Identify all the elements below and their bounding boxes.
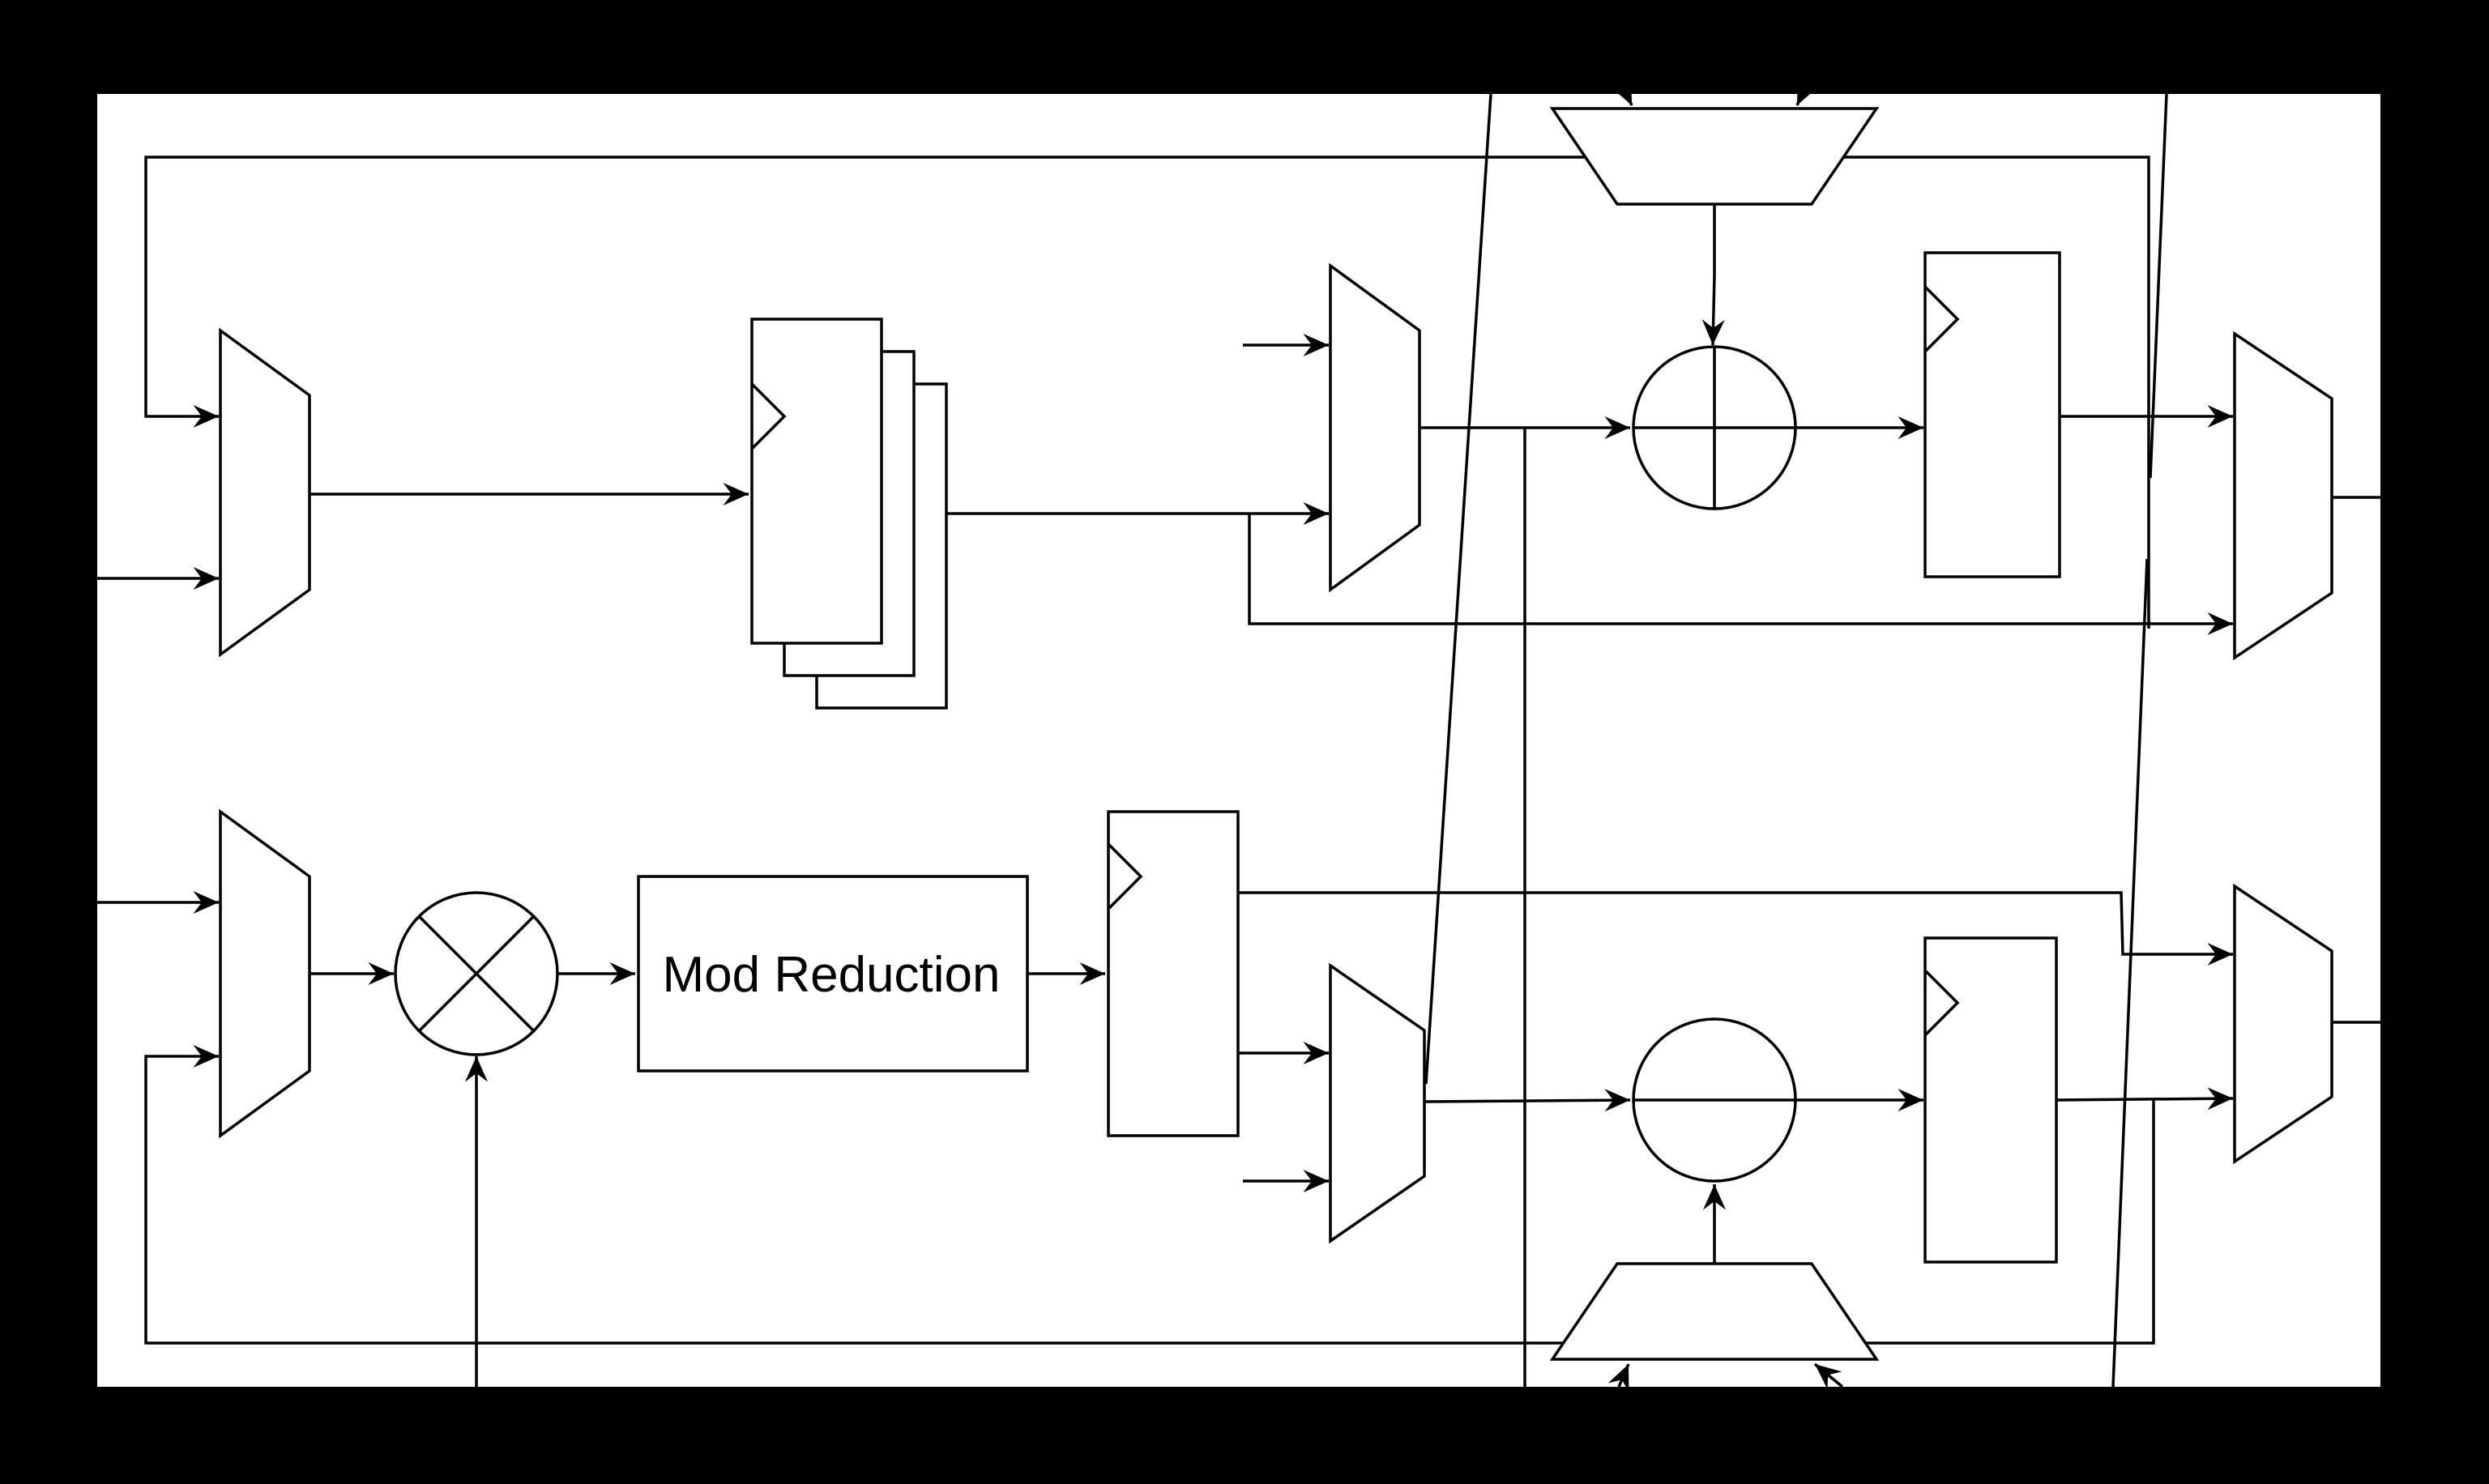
register-to-bottom-output-wire — [1238, 891, 2233, 966]
top-unit-to-adder-wire — [1701, 204, 1725, 346]
top-selector-unit — [1549, 107, 1880, 206]
top-unit-input-a — [1610, 77, 1633, 106]
bottom-selector-unit — [1549, 1262, 1880, 1361]
register-to-bottom-output-mux-wire — [2056, 1087, 2234, 1111]
register-stack-front — [750, 318, 883, 645]
mux-bottom-middle — [1329, 962, 1426, 1244]
register-bottom-middle — [1107, 810, 1240, 1137]
register-bottom-right — [1923, 936, 2058, 1264]
crossing-diagonal-wire-a — [1424, 93, 1492, 1085]
top-unit-input-b — [1795, 77, 1819, 106]
register-top-right-clock-icon — [1923, 285, 1960, 353]
mod-reduction-label: Mod Reduction — [662, 947, 1000, 1003]
regfile-bypass-wire — [1248, 514, 2233, 635]
mux-top-right-output — [2233, 330, 2333, 661]
crossing-diagonal-wire-b — [2111, 558, 2149, 1388]
register-bottom-middle-clock-icon — [1107, 842, 1143, 910]
register-stack-clock-icon — [750, 382, 787, 450]
top-feedback-wire — [144, 156, 2150, 629]
mux-to-subtractor-wire — [1424, 1089, 1631, 1112]
register-bottom-right-clock-icon — [1923, 969, 1960, 1037]
mux-top-middle — [1329, 262, 1421, 593]
bottom-feedback-wire — [144, 1045, 2155, 1345]
mux-bottom-left — [219, 808, 311, 1139]
crossing-diagonal-wire-c — [2149, 93, 2168, 479]
mux-top-left — [219, 327, 311, 658]
bottom-unit-input-a — [1607, 1363, 1630, 1392]
mod-reduction-block: Mod Reduction — [637, 875, 1029, 1072]
multiplier-x-b — [417, 915, 536, 1033]
bottom-unit-input-b — [1813, 1362, 1844, 1389]
register-top-right — [1923, 251, 2061, 578]
mux-bottom-right-output — [2233, 883, 2333, 1165]
